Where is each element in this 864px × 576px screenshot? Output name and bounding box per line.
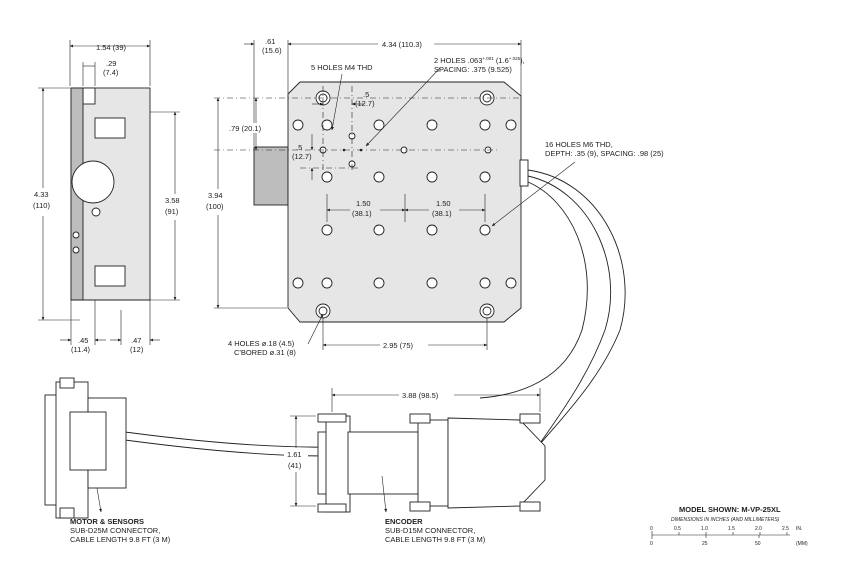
encoder-line2: CABLE LENGTH 9.8 FT (3 M) bbox=[385, 535, 486, 544]
side-motor-circle bbox=[71, 160, 115, 204]
callout-m6-line2: DEPTH: .35 (9), SPACING: .98 (25) bbox=[545, 149, 664, 158]
dim-side-height: 4.33 bbox=[34, 190, 49, 199]
cbore-holes bbox=[315, 90, 495, 319]
top-view: 4.34 (110.3) .61 (15.6) 3.94 (100) .79 (… bbox=[206, 37, 664, 357]
model-block: MODEL SHOWN: M-VP-25XL DIMENSIONS IN INC… bbox=[650, 505, 808, 547]
dim-side-step: .29 bbox=[106, 59, 116, 68]
dim-plate-height: 3.94 bbox=[208, 191, 223, 200]
dim-half-a: .5 bbox=[296, 143, 302, 152]
dim-top-width: 4.34 (110.3) bbox=[382, 40, 422, 49]
dim-079: .79 (20.1) bbox=[229, 124, 262, 133]
dim-side-height-mm: (110) bbox=[33, 201, 50, 210]
dim-bottom-holes: 2.95 (75) bbox=[383, 341, 414, 350]
dim-top-offset: .61 bbox=[265, 37, 275, 46]
dim-150-a-mm: (38.1) bbox=[352, 209, 372, 218]
dim-half-a-mm: (12.7) bbox=[292, 152, 312, 161]
dim-plate-height-mm: (100) bbox=[206, 202, 224, 211]
scale-bar: 0 0.5 1.0 1.5 2.0 2.5 IN. 0 25 50 (MM) bbox=[650, 526, 808, 547]
side-slot-bottom bbox=[94, 265, 126, 287]
encoder-connector: 3.88 (98.5) 1.61 (41) ENCODER SUB-D15M C… bbox=[284, 388, 546, 544]
motor-connector: MOTOR & SENSORS SUB-D25M CONNECTOR, CABL… bbox=[44, 377, 171, 544]
dim-side-bottom-right-mm: (12) bbox=[130, 345, 144, 354]
inch-tick: 1.5 bbox=[728, 526, 735, 532]
callout-m6-line1: 16 HOLES M6 THD, bbox=[545, 140, 613, 149]
m6-holes bbox=[292, 119, 517, 289]
callout-m4: 5 HOLES M4 THD bbox=[311, 63, 373, 72]
cables bbox=[124, 169, 626, 459]
model-title: MODEL SHOWN: M-VP-25XL bbox=[679, 505, 781, 514]
top-plate bbox=[287, 81, 522, 323]
callout-two-holes-spacing: SPACING: .375 (9.525) bbox=[434, 65, 512, 74]
dim-side-inner: 3.58 bbox=[165, 196, 180, 205]
dim-half-b-mm: (12.7) bbox=[355, 99, 375, 108]
motor-title: MOTOR & SENSORS bbox=[70, 517, 144, 526]
side-top-step bbox=[82, 87, 96, 105]
inch-tick: 1.0 bbox=[701, 526, 708, 532]
inch-tick: 2.5 bbox=[782, 526, 789, 532]
side-slot-top bbox=[94, 117, 126, 139]
dim-half-b: .5 bbox=[363, 90, 369, 99]
dim-side-bottom-left: .45 bbox=[78, 336, 88, 345]
side-view: 1.54 (39) .29 (7.4) 4.33 (110) 3.58 (91)… bbox=[32, 40, 186, 354]
mm-tick: 0 bbox=[650, 541, 653, 547]
encoder-title: ENCODER bbox=[385, 517, 423, 526]
top-side-block bbox=[253, 146, 289, 206]
model-subtitle: DIMENSIONS IN INCHES (AND MILLIMETERS) bbox=[671, 517, 780, 523]
encoder-line1: SUB-D15M CONNECTOR, bbox=[385, 526, 475, 535]
side-small-hole bbox=[72, 231, 80, 239]
callout-cbore-line1: 4 HOLES ø.18 (4.5) bbox=[228, 339, 295, 348]
dim-150-b: 1.50 bbox=[436, 199, 451, 208]
mm-tick: 50 bbox=[755, 541, 761, 547]
side-small-hole bbox=[72, 246, 80, 254]
dim-side-width: 1.54 (39) bbox=[96, 43, 127, 52]
dim-side-step-mm: (7.4) bbox=[103, 68, 119, 77]
callout-two-holes: 2 HOLES .063+.001 (1.6+.025), bbox=[434, 56, 525, 65]
inch-tick: 2.0 bbox=[755, 526, 762, 532]
dim-connector-height-mm: (41) bbox=[288, 461, 302, 470]
mm-tick: 25 bbox=[702, 541, 708, 547]
callout-cbore-line2: C'BORED ø.31 (8) bbox=[234, 348, 296, 357]
inch-tick: 0.5 bbox=[674, 526, 681, 532]
dim-top-offset-mm: (15.6) bbox=[262, 46, 282, 55]
inch-tick: 0 bbox=[650, 526, 653, 532]
dim-side-inner-mm: (91) bbox=[165, 207, 179, 216]
motor-line1: SUB-D25M CONNECTOR, bbox=[70, 526, 160, 535]
dim-150-b-mm: (38.1) bbox=[432, 209, 452, 218]
dim-side-bottom-left-mm: (11.4) bbox=[71, 345, 91, 354]
cable-exit bbox=[519, 159, 529, 187]
dim-side-bottom-right: .47 bbox=[131, 336, 141, 345]
inch-unit: IN. bbox=[796, 526, 802, 532]
mm-unit: (MM) bbox=[796, 541, 808, 547]
dim-connector-width: 3.88 (98.5) bbox=[402, 391, 439, 400]
dim-150-a: 1.50 bbox=[356, 199, 371, 208]
dim-connector-height: 1.61 bbox=[287, 450, 302, 459]
side-small-hole bbox=[91, 207, 101, 217]
motor-line2: CABLE LENGTH 9.8 FT (3 M) bbox=[70, 535, 171, 544]
